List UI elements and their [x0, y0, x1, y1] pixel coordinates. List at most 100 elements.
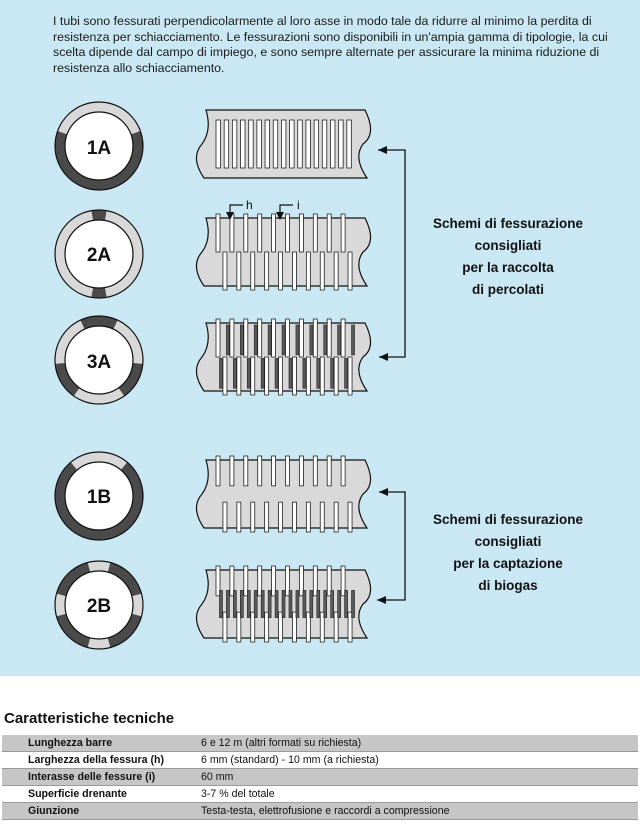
ring-light-segment — [104, 210, 143, 298]
intro-paragraph: I tubi sono fessurati perpendicolarmente… — [53, 14, 613, 76]
ring-light-segment — [87, 561, 111, 573]
pipe-slot — [305, 356, 311, 396]
spec-value: 3-7 % del totale — [178, 785, 638, 803]
pipe-slot — [340, 565, 346, 597]
pipe-slot — [215, 565, 221, 597]
pipe-slot — [344, 358, 348, 389]
pipe-slot — [319, 251, 325, 291]
pipe-slot — [229, 455, 235, 487]
pipe-slot — [351, 324, 355, 356]
group-label-line: Schemi di fessurazione — [432, 512, 584, 527]
pipe-slot — [278, 501, 283, 533]
specs-table: Lunghezza barre 6 e 12 m (altri formati … — [2, 735, 638, 820]
pipe-slot — [219, 590, 223, 618]
pipe-slot — [326, 213, 332, 253]
pipe-slot — [302, 358, 307, 389]
pipe-slot — [340, 318, 346, 358]
spec-value: Testa-testa, elettrofusione e raccordi a… — [178, 802, 638, 820]
pipe-slot — [257, 565, 263, 597]
pipe-slot — [274, 590, 279, 618]
ring-inner-face — [64, 219, 134, 289]
pipe-slot — [285, 318, 290, 358]
pipe-slot — [264, 356, 270, 396]
pipe-slot — [260, 590, 265, 618]
pipe-2a — [195, 213, 372, 291]
pipe-slot — [236, 356, 242, 396]
pipe-slot — [271, 213, 277, 253]
pipe-slot — [243, 213, 249, 253]
pipe-slot — [338, 119, 344, 169]
pipe-slot — [298, 565, 304, 597]
table-row: Superficie drenante 3-7 % del totale — [2, 785, 638, 803]
ring-light-segment — [57, 102, 141, 135]
ring-light-segment — [55, 320, 85, 364]
dimension-i-marker: i — [276, 198, 300, 220]
pipe-slot — [305, 611, 311, 643]
pipe-slot — [222, 356, 228, 396]
ring-label-3a: 3A — [87, 352, 112, 373]
pipe-slot — [281, 119, 287, 169]
pipe-slot — [264, 251, 270, 291]
ring-label-1b: 1B — [87, 487, 111, 508]
pipe-slot — [215, 318, 221, 358]
pipe-slot — [312, 455, 318, 487]
pipe-slot — [288, 358, 293, 389]
dimension-h-marker: h — [226, 198, 253, 220]
pipe-slot — [347, 611, 353, 643]
pipe-slot — [243, 455, 249, 487]
pipe-slot — [253, 324, 258, 356]
pipe-slot — [302, 590, 307, 618]
ring-label-1a: 1A — [87, 138, 112, 159]
ring-3a — [54, 315, 144, 405]
pipe-slot — [257, 455, 263, 487]
pipe-slot — [264, 611, 270, 643]
pipe-slot — [281, 324, 286, 356]
pipe-slot — [309, 590, 314, 618]
pipe-slot — [298, 213, 304, 253]
ring-light-segment — [73, 387, 125, 404]
pipe-slot — [272, 119, 279, 169]
pipe-slot — [312, 565, 318, 597]
pipe-slot — [256, 119, 262, 169]
slotting-diagram: 1A 2A 3A 1B 2B h i — [54, 101, 406, 650]
pipe-slot — [264, 119, 270, 169]
pipe-slot — [240, 590, 244, 618]
pipe-slot — [219, 358, 223, 389]
pipe-slot — [246, 590, 251, 618]
pipe-slot — [333, 611, 339, 643]
pipe-slot — [326, 318, 332, 358]
pipe-slot — [285, 565, 290, 597]
pipe-slot — [312, 318, 318, 358]
pipe-1b — [195, 455, 372, 533]
ring-inner-face — [64, 461, 134, 531]
pipe-slot — [222, 251, 228, 291]
group-label-line: consigliati — [474, 534, 542, 549]
table-row: Larghezza della fessura (h) 6 mm (standa… — [2, 751, 638, 769]
pipe-slot — [278, 356, 283, 396]
ring-1b — [54, 451, 144, 541]
ring-light-segment — [55, 210, 94, 298]
table-row: Lunghezza barre 6 e 12 m (altri formati … — [2, 735, 638, 752]
ring-2b — [54, 560, 144, 650]
ring-outer-edge — [54, 560, 144, 650]
ring-inner-face — [64, 111, 134, 181]
pipe-slot — [295, 324, 300, 356]
ring-label-2a: 2A — [87, 245, 112, 266]
pipe-slot — [298, 455, 304, 487]
pipe-slot — [319, 611, 325, 643]
pipe-slot — [312, 213, 318, 253]
pipe-slot — [257, 213, 263, 253]
intro-text: I tubi sono fessurati perpendicolarmente… — [53, 14, 608, 75]
pipe-slot — [271, 455, 277, 487]
pipe-slot — [278, 251, 283, 291]
group-label-line: Schemi di fessurazione — [432, 216, 584, 231]
pipe-slot — [243, 565, 249, 597]
pipe-slot — [346, 119, 352, 169]
pipe-slot — [316, 358, 321, 389]
pipe-slot — [226, 590, 230, 618]
group-label-line: per la captazione — [453, 556, 563, 571]
bracket-arrow-group-a — [378, 146, 406, 361]
spec-label: Superficie drenante — [2, 785, 178, 803]
ring-outer-edge — [54, 101, 144, 191]
pipe-slot — [271, 318, 277, 358]
